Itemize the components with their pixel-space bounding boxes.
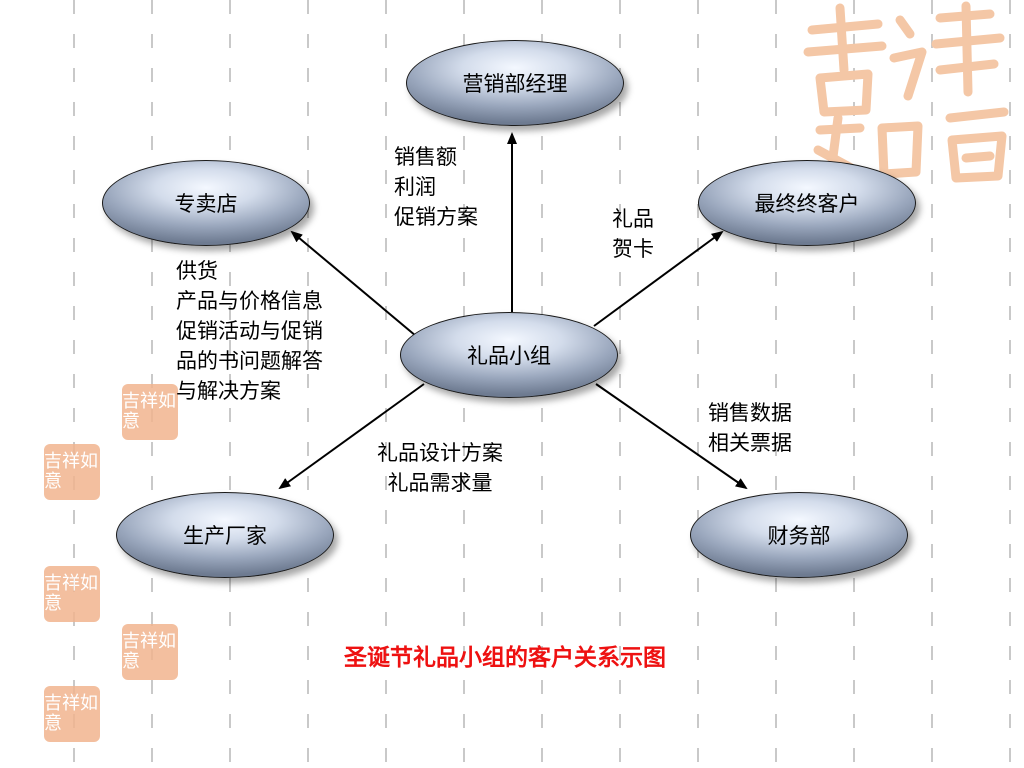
label-line: 促销方案 (394, 205, 478, 229)
label-to-store: 供货 产品与价格信息 促销活动与促销 品的书问题解答 与解决方案 (176, 256, 323, 406)
label-to-customer: 礼品 贺卡 (612, 204, 654, 264)
arrow-to-store (290, 230, 417, 337)
label-to-finance: 销售数据 相关票据 (708, 398, 792, 458)
label-line: 产品与价格信息 (176, 289, 323, 313)
node-marketing-manager: 营销部经理 (406, 40, 624, 126)
label-line: 礼品需求量 (387, 471, 493, 495)
stamp-decoration: 吉祥如意 (122, 624, 178, 680)
label-line: 利润 (394, 175, 436, 199)
label-line: 贺卡 (612, 237, 654, 261)
label-line: 品的书问题解答 (176, 349, 323, 373)
node-end-customer: 最终终客户 (698, 160, 916, 246)
label-line: 礼品 (612, 207, 654, 231)
node-finance-dept: 财务部 (690, 492, 908, 578)
label-to-factory: 礼品设计方案 礼品需求量 (352, 438, 528, 498)
label-line: 与解决方案 (176, 379, 281, 403)
node-gift-group: 礼品小组 (400, 312, 618, 398)
stamp-decoration: 吉祥如意 (44, 566, 100, 622)
arrow-to-finance (595, 383, 748, 490)
label-to-manager: 销售额 利润 促销方案 (394, 142, 478, 232)
arrow-to-customer (593, 230, 724, 327)
stamp-decoration: 吉祥如意 (122, 384, 178, 440)
diagram-caption: 圣诞节礼品小组的客户关系示图 (344, 645, 666, 671)
label-line: 销售数据 (708, 401, 792, 425)
node-specialty-store: 专卖店 (102, 160, 310, 246)
label-line: 礼品设计方案 (377, 441, 503, 465)
label-line: 销售额 (394, 145, 457, 169)
label-line: 促销活动与促销 (176, 319, 323, 343)
arrow-to-factory (278, 383, 425, 490)
label-line: 供货 (176, 259, 218, 283)
stamp-decoration: 吉祥如意 (44, 686, 100, 742)
label-line: 相关票据 (708, 431, 792, 455)
auspicious-calligraphy-decoration (803, 1, 1009, 185)
stamp-decoration: 吉祥如意 (44, 444, 100, 500)
node-manufacturer: 生产厂家 (116, 492, 334, 578)
